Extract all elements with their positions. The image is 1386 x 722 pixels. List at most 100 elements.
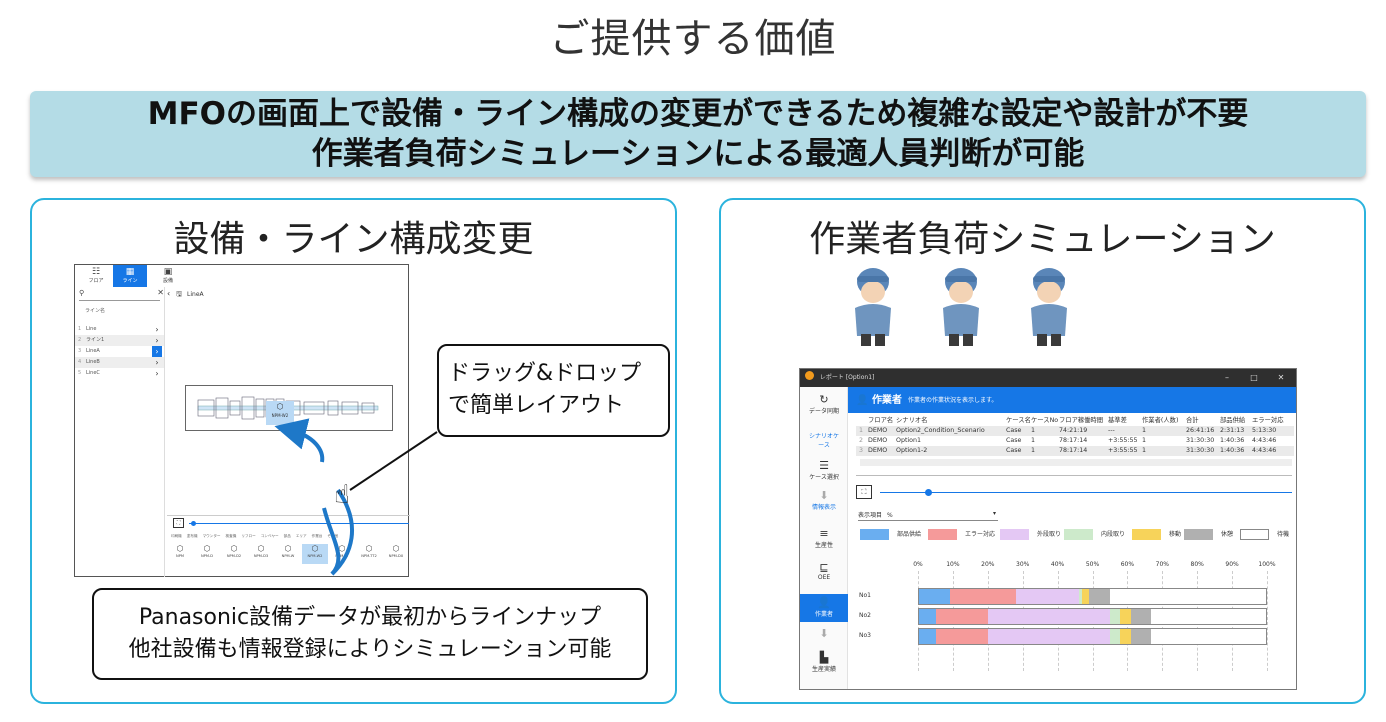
nav-info-display[interactable]: ⬇情報表示: [800, 489, 848, 511]
bar-segment: [936, 609, 989, 624]
part-item[interactable]: ⬡NPM-D2: [221, 544, 247, 564]
chevron-right-icon[interactable]: ›: [155, 325, 159, 334]
clear-icon[interactable]: ✕: [157, 288, 164, 297]
legend-item: 待機: [1240, 529, 1289, 541]
x-tick-label: 70%: [1155, 561, 1169, 568]
zoom-slider[interactable]: [189, 521, 409, 526]
nav-productivity[interactable]: ≡生産性: [800, 527, 848, 549]
display-item-select[interactable]: 表示項目 % ▾: [858, 510, 998, 521]
panel-title: 設備・ライン構成変更: [173, 219, 534, 260]
tab-line[interactable]: ▦ ライン: [113, 265, 147, 287]
value-banner: MFOの画面上で設備・ライン構成の変更ができるため複雑な設定や設計が不要 作業者…: [30, 91, 1366, 177]
part-item[interactable]: ⬡NPM-TT: [329, 544, 355, 564]
expand-icon[interactable]: ⛶: [856, 485, 872, 499]
close-button[interactable]: ✕: [1277, 373, 1285, 382]
category-tab[interactable]: 検査機: [225, 534, 237, 538]
category-tab[interactable]: コンベヤー: [260, 534, 279, 538]
bar-chart-icon: ▙: [819, 651, 829, 664]
legend-item: 休憩: [1184, 529, 1233, 541]
slider-handle[interactable]: [925, 489, 932, 496]
tab-equipment[interactable]: ▣ 設備: [151, 265, 185, 287]
save-icon[interactable]: 🖫: [176, 290, 183, 298]
chevron-right-icon[interactable]: ›: [155, 358, 159, 367]
category-tab[interactable]: 印刷機: [171, 534, 182, 538]
part-item[interactable]: ⬡NPM: [167, 544, 193, 564]
checklist-icon: ☰: [819, 459, 829, 472]
report-header-title: 👤 作業者: [856, 395, 902, 406]
nav-case-select[interactable]: ☰ケース選択: [800, 459, 848, 481]
hand-cursor-icon: ☝: [334, 480, 350, 510]
part-item[interactable]: ⬡NPM-W2: [302, 544, 328, 564]
cube-icon: ⬡: [365, 544, 373, 553]
legend-item: 内段取り: [1064, 529, 1125, 541]
chevron-right-icon[interactable]: ›: [155, 369, 159, 378]
bar-segment: [1151, 629, 1266, 644]
tab-label: フロア: [88, 278, 104, 284]
maximize-button[interactable]: □: [1250, 373, 1258, 382]
nav-oee[interactable]: ⊑OEE: [800, 561, 848, 581]
bars-icon: ≡: [819, 527, 829, 540]
expand-icon[interactable]: ⛶: [173, 518, 184, 528]
divider: [856, 475, 1292, 476]
search-input[interactable]: ⚲ ✕: [79, 288, 164, 301]
slider-handle[interactable]: [191, 521, 196, 526]
legend-swatch: [1064, 529, 1093, 540]
cube-icon: ⬡: [276, 402, 284, 411]
banner-line-1: MFOの画面上で設備・ライン構成の変更ができるため複雑な設定や設計が不要: [147, 96, 1249, 132]
part-item[interactable]: ⬡NPM-D: [194, 544, 220, 564]
x-tick-label: 90%: [1225, 561, 1239, 568]
banner-line-2: 作業者負荷シミュレーションによる最適人員判断が可能: [311, 136, 1085, 172]
part-item[interactable]: ⬡NPM-D3: [248, 544, 274, 564]
back-icon[interactable]: ‹: [167, 289, 171, 298]
page-title: ご提供する価値: [549, 16, 837, 62]
callout-equipment-data: Panasonic設備データが最初からラインナップ 他社設備も情報登録によりシミ…: [92, 588, 648, 680]
equipment-line-panel: 設備・ライン構成変更 ☷ フロア ▦ ライン ▣ 設備 ⚲: [30, 198, 677, 704]
nav-production-results[interactable]: ▙生産実績: [800, 651, 848, 673]
callout-pointer: [349, 431, 438, 491]
x-tick-label: 30%: [1016, 561, 1030, 568]
arrow-down-icon: ⬇: [819, 489, 829, 502]
nav-scenario-case[interactable]: シナリオケース: [809, 433, 840, 449]
nav-worker[interactable]: 👤作業者: [800, 594, 848, 622]
legend-item: 部品供給: [860, 529, 921, 541]
stacked-bar: [918, 588, 1267, 605]
timeline-slider[interactable]: [880, 489, 1292, 496]
tab-floor[interactable]: ☷ フロア: [79, 265, 113, 287]
category-tab[interactable]: エリア: [295, 534, 307, 538]
legend-swatch: [1132, 529, 1161, 540]
window-title: レポート [Option1]: [819, 374, 875, 381]
nav-data-sync[interactable]: ↻データ同期: [800, 393, 848, 415]
table-scrollbar[interactable]: [860, 459, 1292, 466]
part-item[interactable]: ⬡NPM-TT2: [356, 544, 382, 564]
cube-icon: ⬡: [392, 544, 400, 553]
x-tick-label: 80%: [1190, 561, 1204, 568]
category-tab[interactable]: 作業台: [311, 534, 323, 538]
chevron-right-icon[interactable]: ›: [155, 336, 159, 345]
category-tab[interactable]: リフロー: [241, 534, 256, 538]
bar-segment: [1109, 609, 1121, 624]
category-tab[interactable]: マウンター: [202, 534, 221, 538]
table-row[interactable]: 3 DEMO Option1-2 Case 1 78:17:14 +3:55:5…: [856, 446, 1294, 456]
table-row[interactable]: 2 DEMO Option1 Case 1 78:17:14 +3:55:55 …: [859, 437, 1277, 444]
legend-swatch: [1000, 529, 1029, 540]
category-tab[interactable]: 部品: [283, 534, 291, 538]
category-tab[interactable]: 塗布機: [186, 534, 198, 538]
app-logo-icon: [805, 371, 814, 380]
part-item[interactable]: ⬡NPM-DX: [383, 544, 409, 564]
chevron-right-icon[interactable]: ›: [152, 346, 162, 357]
tab-label: ライン: [122, 278, 138, 284]
arrow-down-icon: ⬇: [819, 627, 829, 640]
part-item[interactable]: ⬡NPM-W: [275, 544, 301, 564]
bar-segment: [1120, 629, 1131, 644]
floor-icon: ☷: [91, 267, 101, 277]
worker-load-panel: 作業者負荷シミュレーション: [719, 198, 1366, 704]
table-row[interactable]: 1 DEMO Option2_Condition_Scenario Case 1…: [856, 426, 1294, 436]
bar-segment: [1109, 589, 1266, 604]
minimize-button[interactable]: –: [1225, 373, 1229, 382]
x-tick-label: 100%: [1258, 561, 1276, 568]
